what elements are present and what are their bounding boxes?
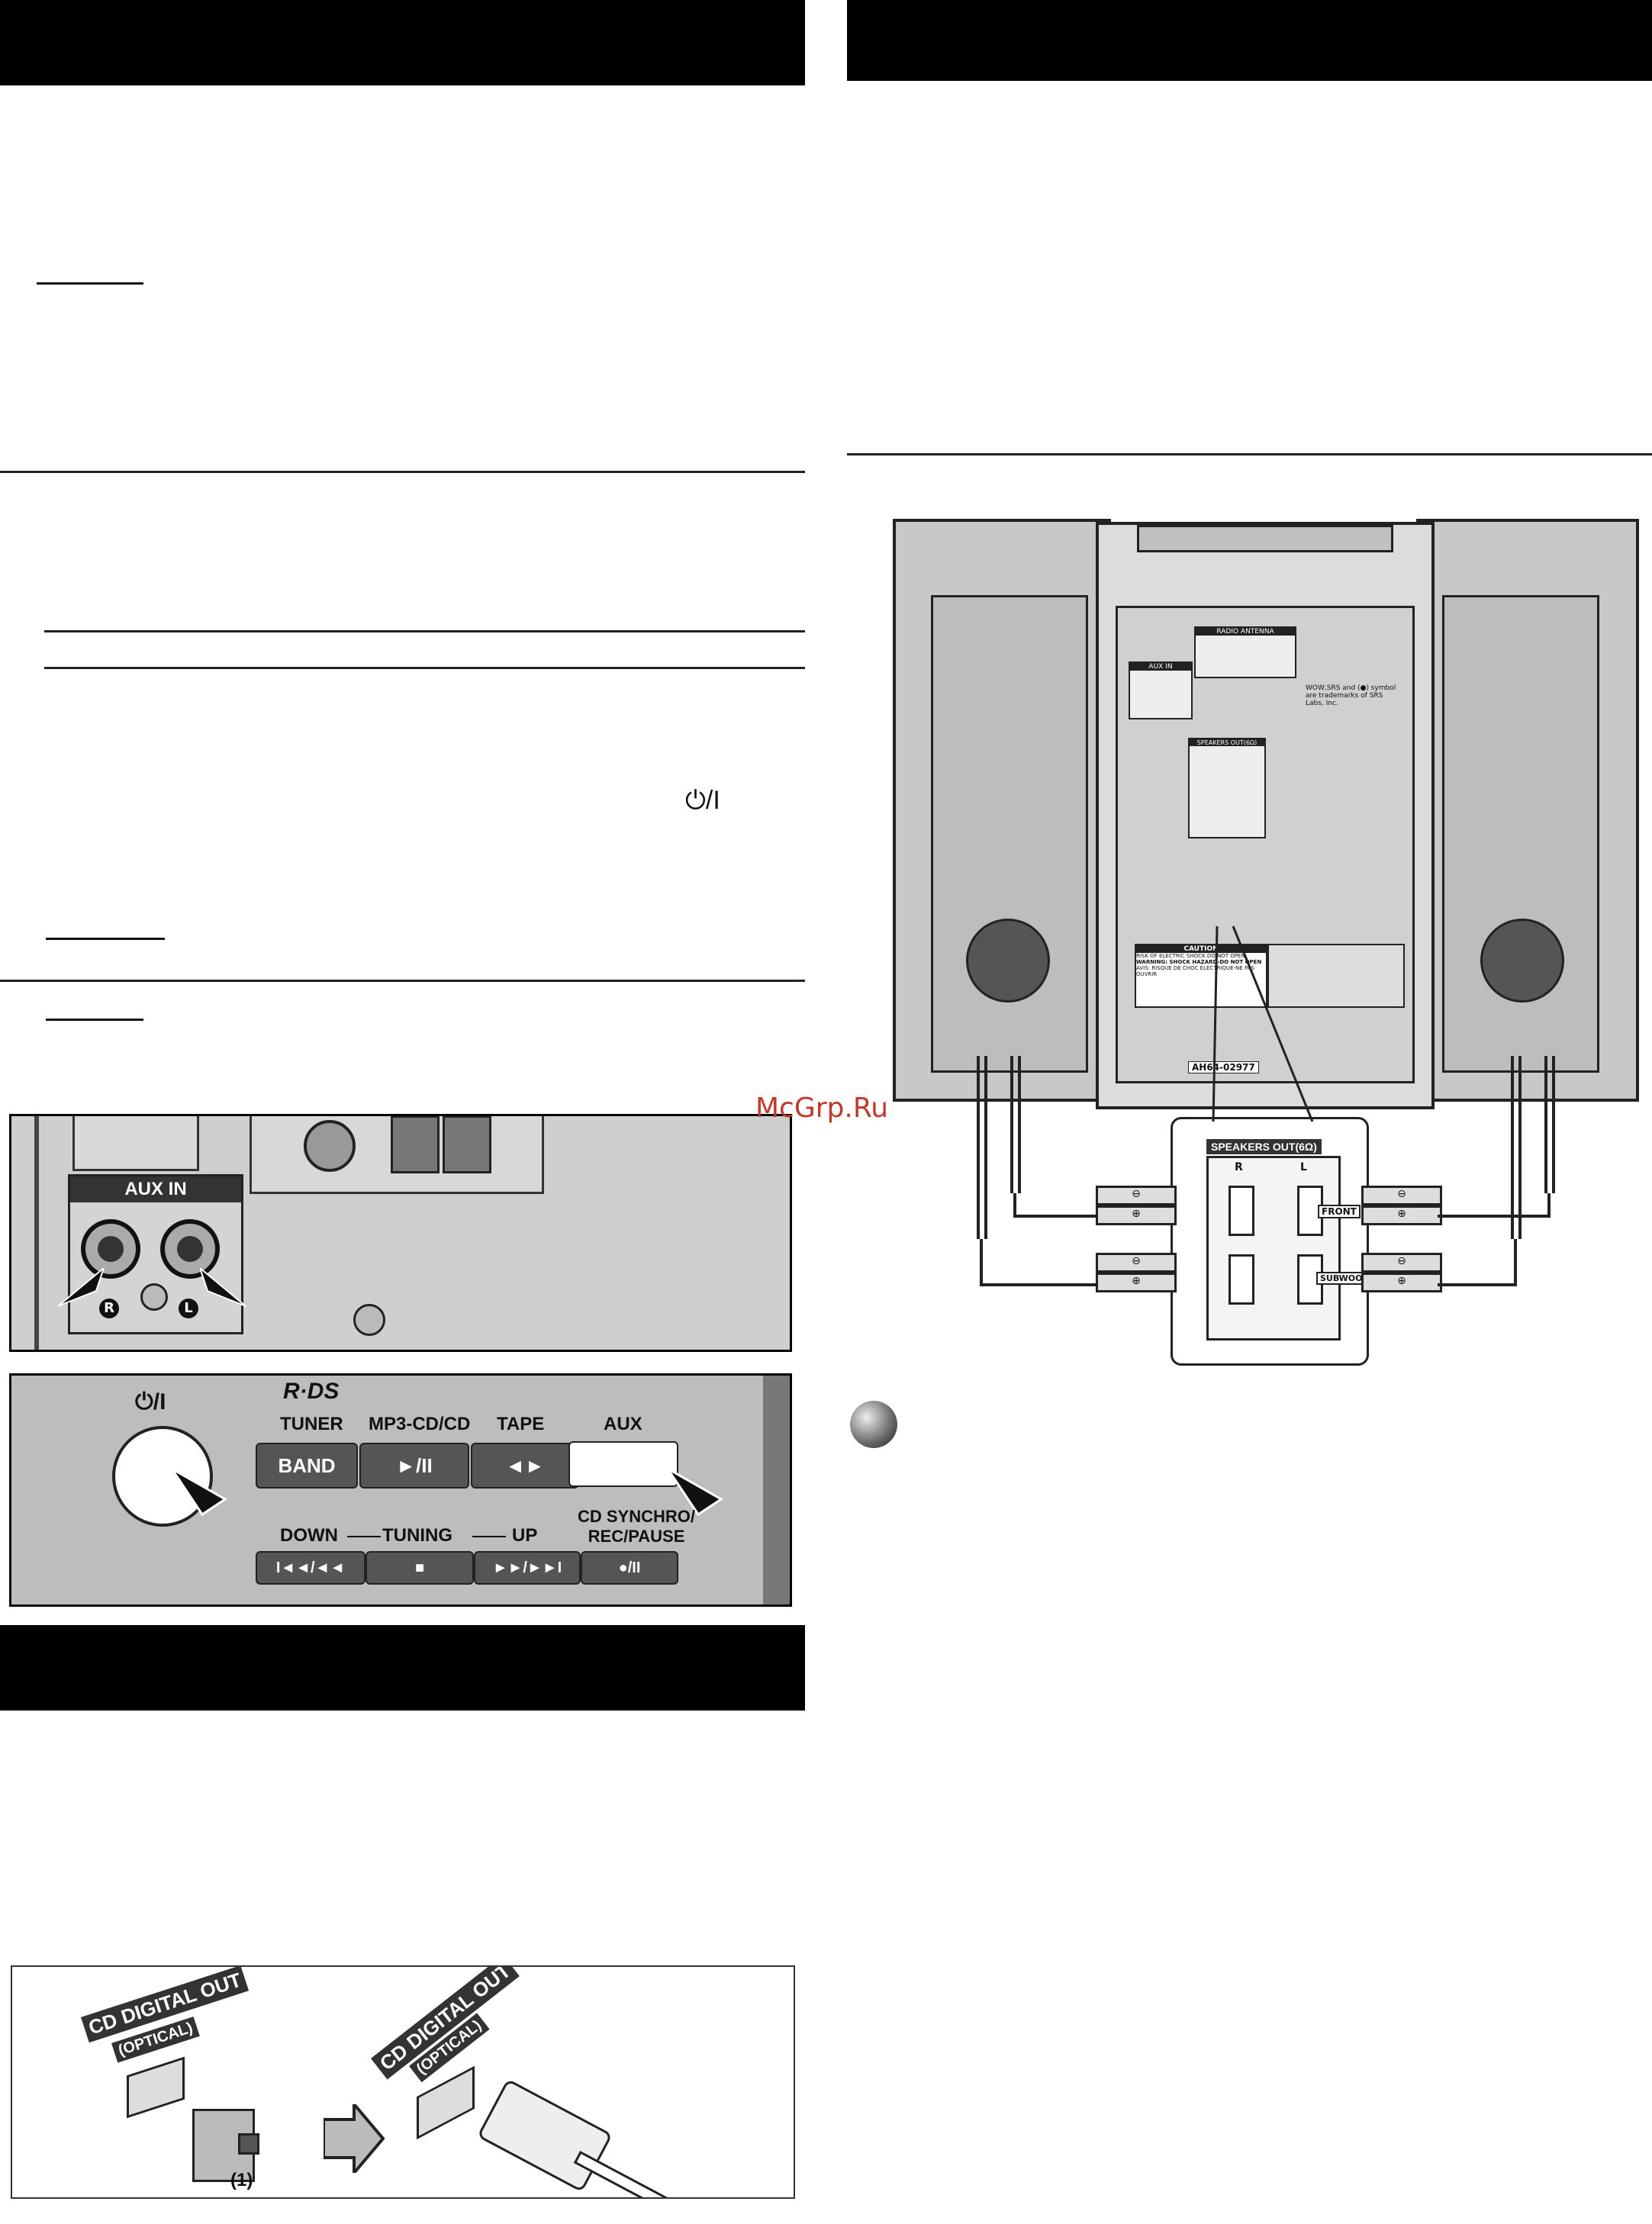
aux-jack-left[interactable]: [160, 1219, 220, 1279]
tuner-label: TUNER: [280, 1414, 343, 1434]
rds-logo: R·DS: [283, 1379, 340, 1404]
connector-left-sub-minus: ⊖: [1096, 1253, 1177, 1273]
callout-leader-lines: [980, 925, 1551, 1286]
table-rule-bottom: [44, 667, 805, 669]
aux-in-box: AUX IN R L: [58, 1174, 246, 1334]
speaker-right: [1416, 519, 1639, 1102]
bullet-circle-icon: [850, 1401, 897, 1448]
header-bar-left-2: [0, 1625, 805, 1711]
aux-label: AUX: [604, 1414, 642, 1434]
plug-arrow-right-icon: [58, 1268, 105, 1307]
tuning-label: TUNING: [382, 1525, 452, 1546]
watermark: McGrp.Ru: [755, 1093, 889, 1124]
section-divider-right: [847, 453, 1652, 455]
front-label: FRONT: [1318, 1205, 1361, 1218]
section-divider-2: [0, 980, 805, 982]
power-button-label: ⏻/I: [135, 1389, 166, 1415]
terminal-sub-r[interactable]: [1229, 1254, 1254, 1305]
rear-aux-in-block: AUX IN: [1129, 661, 1193, 719]
front-panel-illustration: R·DS ⏻/I TUNER MP3-CD/CD TAPE AUX BAND ►…: [9, 1373, 792, 1607]
connector-left-front-minus: ⊖: [1096, 1186, 1177, 1205]
connector-right-front-minus: ⊖: [1361, 1186, 1442, 1205]
press-arrow-aux-icon: [668, 1469, 723, 1517]
connector-right-sub-minus: ⊖: [1361, 1253, 1442, 1273]
connector-right-front-plus: ⊕: [1361, 1205, 1442, 1225]
front-panel-side: [763, 1376, 790, 1604]
connector-left-front-plus: ⊕: [1096, 1205, 1177, 1225]
header-bar-left: [0, 0, 805, 85]
aux-screw-icon: [140, 1283, 168, 1311]
connector-left-sub-plus: ⊕: [1096, 1273, 1177, 1292]
mp3-cd-label: MP3-CD/CD: [369, 1414, 471, 1434]
trademark-text: WOW,SRS and (●) symbol are trademarks of…: [1306, 684, 1396, 707]
aux-button[interactable]: [568, 1441, 678, 1487]
radio-antenna-block: RADIO ANTENNA: [1194, 626, 1296, 678]
rear-speakers-out-block: SPEAKERS OUT(6Ω): [1188, 738, 1266, 838]
optical-plug[interactable]: [476, 2078, 613, 2193]
panel-screw-icon: [353, 1304, 385, 1336]
optical-illustration: CD DIGITAL OUT (OPTICAL) (1) CD DIGITAL …: [11, 1965, 795, 2199]
underline-note-2: [46, 938, 165, 940]
aux-upper-box: [72, 1116, 199, 1171]
aux-label-r: R: [99, 1299, 119, 1318]
underline-note-3: [46, 1019, 143, 1021]
speaker-left: [893, 519, 1111, 1102]
aux-jack-right[interactable]: [81, 1219, 140, 1279]
table-rule-top: [44, 630, 805, 632]
rec-pause-button[interactable]: ●/II: [581, 1551, 678, 1585]
up-label: UP: [512, 1525, 538, 1546]
optical-port-1: [127, 2056, 185, 2119]
stop-button[interactable]: ■: [366, 1551, 474, 1585]
down-label: DOWN: [280, 1525, 338, 1546]
press-arrow-power-icon: [172, 1469, 227, 1517]
antenna-clip-2: [443, 1116, 491, 1173]
speakers-out-title: SPEAKERS OUT(6Ω): [1206, 1139, 1322, 1154]
terminal-front-r[interactable]: [1229, 1186, 1254, 1236]
speaker-right-port-icon: [1480, 919, 1564, 1003]
model-label: AH64-02977: [1188, 1061, 1259, 1073]
speaker-wiring-illustration: RADIO ANTENNA AUX IN WOW,SRS and (●) sym…: [885, 514, 1648, 1366]
tuning-line-left: [347, 1536, 381, 1537]
next-step-arrow-icon: [324, 2104, 385, 2173]
section-divider-1: [0, 471, 805, 473]
cd-synchro-label: CD SYNCHRO/ REC/PAUSE: [578, 1507, 696, 1546]
plug-arrow-left-icon: [200, 1268, 246, 1307]
connector-right-sub-plus: ⊕: [1361, 1273, 1442, 1292]
antenna-jack-icon: [304, 1120, 356, 1172]
band-button[interactable]: BAND: [256, 1443, 358, 1489]
skip-forward-button[interactable]: ►►/►►I: [474, 1551, 581, 1585]
speakers-out-callout: SPEAKERS OUT(6Ω) R L FRONT SUBWOOFER: [1171, 1117, 1384, 1366]
aux-in-illustration: AUX IN R L: [9, 1114, 792, 1352]
speaker-left-port-icon: [966, 919, 1050, 1003]
tape-label: TAPE: [497, 1414, 545, 1434]
antenna-terminal-box: [250, 1116, 544, 1194]
terminal-block: R L: [1206, 1156, 1341, 1341]
dust-cap-tab: [238, 2133, 259, 2155]
header-bar-right: [847, 0, 1652, 81]
main-unit-rear: RADIO ANTENNA AUX IN WOW,SRS and (●) sym…: [1096, 522, 1435, 1109]
label-l: L: [1300, 1161, 1307, 1173]
aux-in-title-bar: AUX IN: [70, 1176, 241, 1202]
label-r: R: [1235, 1161, 1243, 1173]
tuning-line-right: [472, 1536, 506, 1537]
aux-chassis-edge: [34, 1116, 39, 1350]
callout-1: (1): [230, 2170, 253, 2190]
aux-label-l: L: [179, 1299, 198, 1318]
antenna-clip-1: [391, 1116, 440, 1173]
play-pause-button[interactable]: ►/II: [359, 1443, 469, 1489]
caution-label: CAUTION RISK OF ELECTRIC SHOCK DO NOT OP…: [1135, 944, 1267, 1008]
power-symbol: ⏻/I: [685, 786, 720, 815]
tape-button[interactable]: ◄►: [471, 1443, 579, 1489]
power-button[interactable]: [112, 1426, 213, 1527]
underline-note-1: [37, 282, 143, 285]
skip-back-button[interactable]: I◄◄/◄◄: [256, 1551, 366, 1585]
